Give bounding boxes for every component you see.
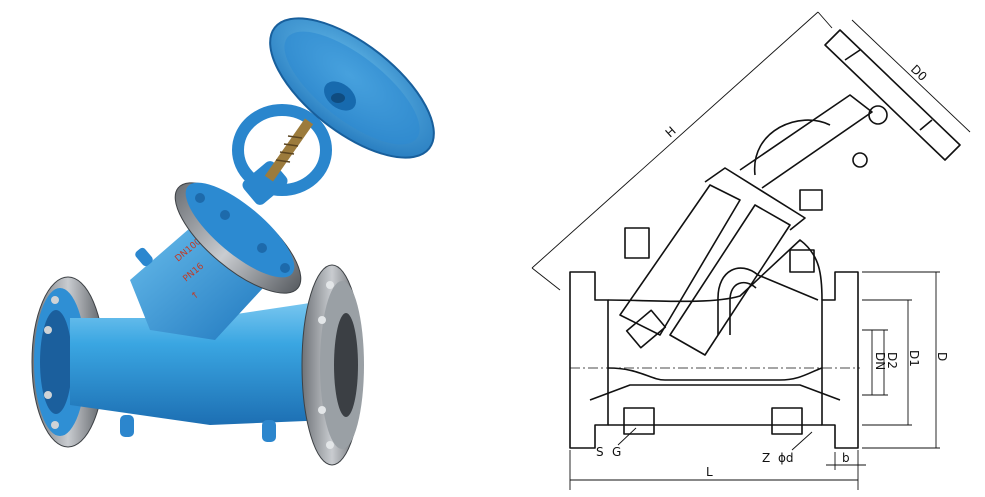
label-dn: DN bbox=[873, 352, 887, 370]
label-d2: D2 bbox=[885, 352, 899, 369]
label-b: b bbox=[842, 451, 850, 465]
bolt-icon bbox=[220, 210, 230, 220]
drawing-nut bbox=[624, 227, 650, 259]
stem-thread bbox=[275, 135, 303, 163]
valve-photo: DN100 PN16 ↑ bbox=[31, 17, 435, 466]
wheel-hub bbox=[331, 93, 345, 103]
drawing-yoke bbox=[754, 119, 831, 176]
bolt-icon bbox=[280, 263, 290, 273]
bonnet-cover bbox=[185, 182, 295, 278]
drawing-seat bbox=[589, 384, 841, 401]
valve-body bbox=[70, 300, 330, 425]
drawing-bolt bbox=[623, 407, 655, 435]
bolt-icon bbox=[257, 243, 267, 253]
dimension-drawing: H D0 DN D2 D1 D S G Z ϕd b L bbox=[531, 11, 971, 490]
bolt-icon bbox=[318, 316, 326, 324]
valve-stem bbox=[264, 118, 314, 182]
drawing-body bbox=[607, 239, 823, 426]
drawing-nut bbox=[799, 189, 823, 211]
drawing-left-flange bbox=[569, 271, 609, 449]
valve-foot bbox=[120, 415, 134, 437]
drawing-bypass bbox=[717, 267, 819, 335]
drawing-handwheel bbox=[824, 29, 961, 161]
label-phi-d: ϕd bbox=[778, 451, 794, 465]
bolt-icon bbox=[326, 441, 334, 449]
right-flange bbox=[301, 264, 364, 466]
label-z: Z bbox=[762, 451, 770, 465]
dimension-line-h bbox=[531, 11, 819, 269]
drawing-nut bbox=[625, 309, 667, 349]
bolt-icon bbox=[318, 406, 326, 414]
drawing-right-flange bbox=[821, 271, 859, 449]
bolt-icon bbox=[51, 421, 59, 429]
label-d1: D1 bbox=[907, 350, 921, 367]
bolt-icon bbox=[326, 281, 334, 289]
drawing-nut bbox=[789, 249, 815, 273]
bolt-icon bbox=[51, 296, 59, 304]
bolt-icon bbox=[44, 326, 52, 334]
label-h: H bbox=[663, 124, 679, 140]
bolt-icon bbox=[195, 193, 205, 203]
valve-foot bbox=[262, 420, 276, 442]
label-s: S bbox=[596, 445, 604, 459]
label-d0: D0 bbox=[908, 62, 930, 84]
label-g: G bbox=[612, 445, 621, 459]
dimension-line-d0 bbox=[851, 19, 971, 133]
label-d: D bbox=[935, 352, 949, 361]
drawing-bonnet bbox=[619, 184, 741, 336]
drawing-bolt bbox=[771, 407, 803, 435]
label-l: L bbox=[706, 465, 713, 479]
handwheel bbox=[269, 17, 435, 159]
bolt-icon bbox=[44, 391, 52, 399]
